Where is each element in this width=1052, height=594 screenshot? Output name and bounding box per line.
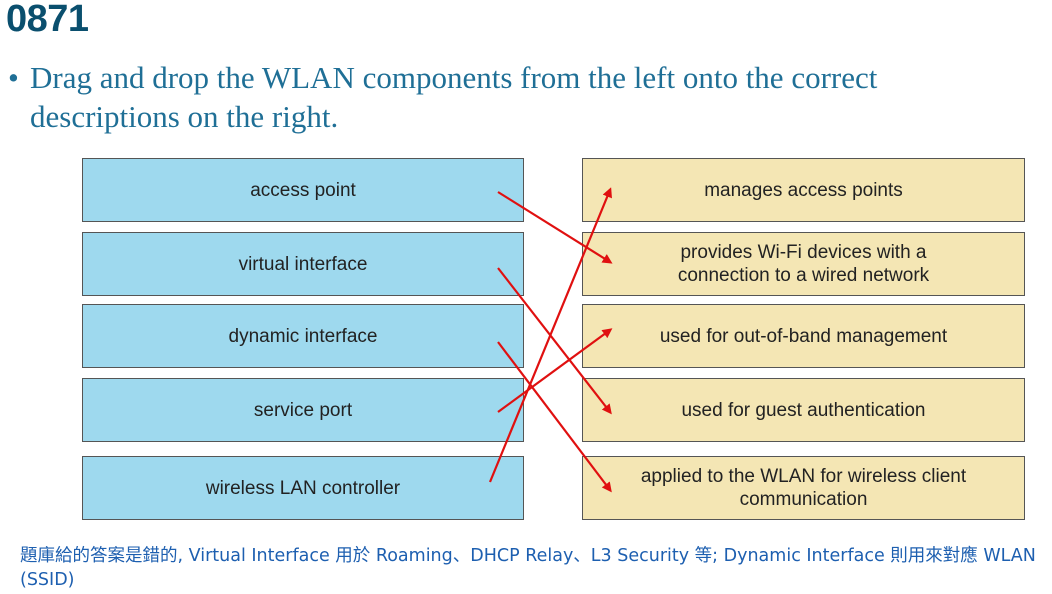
description-manages-access-points[interactable]: manages access points — [582, 158, 1025, 222]
component-label: virtual interface — [238, 253, 368, 275]
component-wireless-lan-controller[interactable]: wireless LAN controller — [82, 456, 524, 520]
description-label: provides Wi-Fi devices with a connection… — [677, 242, 930, 286]
component-label: dynamic interface — [228, 325, 378, 347]
description-label: used for out-of-band management — [659, 325, 948, 347]
component-service-port[interactable]: service port — [82, 378, 524, 442]
description-wlan-client-communication[interactable]: applied to the WLAN for wireless client … — [582, 456, 1025, 520]
slide-title: 0871 — [6, 0, 89, 40]
component-label: service port — [253, 399, 353, 421]
description-guest-authentication[interactable]: used for guest authentication — [582, 378, 1025, 442]
component-label: wireless LAN controller — [205, 477, 401, 499]
description-label: applied to the WLAN for wireless client … — [640, 466, 967, 510]
answer-note: 題庫給的答案是錯的, Virtual Interface 用於 Roaming、… — [20, 546, 1036, 590]
description-out-of-band-management[interactable]: used for out-of-band management — [582, 304, 1025, 368]
instruction-text: Drag and drop the WLAN components from t… — [30, 60, 878, 134]
component-label: access point — [250, 179, 356, 201]
instruction: • Drag and drop the WLAN components from… — [8, 58, 1028, 136]
component-virtual-interface[interactable]: virtual interface — [82, 232, 524, 296]
description-label: used for guest authentication — [681, 399, 926, 421]
component-access-point[interactable]: access point — [82, 158, 524, 222]
description-label: manages access points — [704, 179, 903, 201]
bullet-icon: • — [8, 60, 19, 95]
description-wifi-to-wired[interactable]: provides Wi-Fi devices with a connection… — [582, 232, 1025, 296]
component-dynamic-interface[interactable]: dynamic interface — [82, 304, 524, 368]
